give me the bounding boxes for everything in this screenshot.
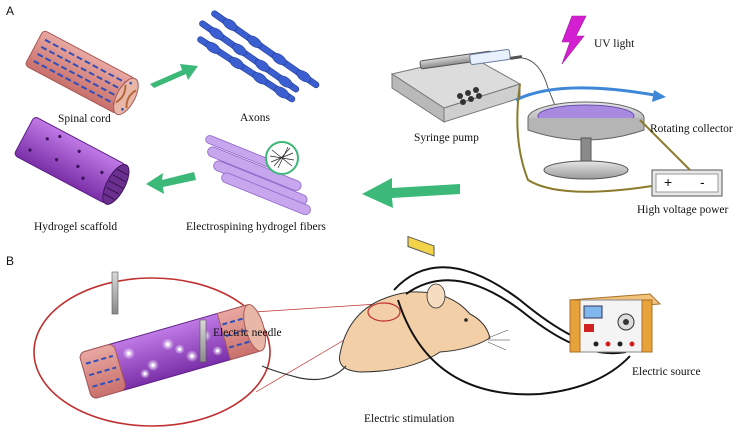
rotating-collector-label: Rotating collector: [650, 123, 733, 135]
electrospinning-fibers-label: Electrospining hydrogel fibers: [186, 221, 326, 233]
hydrogel-scaffold-illustration: [14, 117, 130, 205]
hydrogel-scaffold-label: Hydrogel scaffold: [34, 221, 118, 233]
green-arrow-icon: [362, 178, 460, 208]
panel-b-label: B: [6, 254, 15, 268]
electric-source-label: Electric source: [632, 366, 701, 378]
spinal-cord-label: Spinal cord: [58, 113, 111, 125]
green-arrow-icon: [146, 172, 196, 194]
electric-stimulation-label: Electric stimulation: [364, 413, 455, 425]
power-wires: [516, 83, 691, 193]
panel-a-label: A: [6, 4, 15, 18]
hydrogel-fibers-illustration: [205, 135, 311, 216]
uv-lightning-icon: [561, 15, 587, 65]
rotation-arrow-icon: [652, 90, 666, 102]
electric-needle-label: Electric needle: [213, 327, 282, 339]
high-voltage-power-label: High voltage power: [637, 204, 729, 216]
uv-light-label: UV light: [594, 38, 635, 50]
power-minus-sign: -: [700, 174, 705, 190]
green-arrow-icon: [150, 64, 198, 88]
syringe-pump-illustration: [390, 49, 523, 257]
spinal-cord-illustration: [25, 30, 139, 116]
high-voltage-power-illustration: [651, 169, 723, 197]
electrode-needle-icon: [111, 271, 207, 363]
power-plus-sign: +: [664, 174, 673, 190]
electric-source-illustration: [568, 293, 662, 353]
stimulated-scaffold-illustration: [79, 304, 266, 399]
mouse-illustration: [261, 283, 510, 381]
syringe-pump-label: Syringe pump: [414, 132, 479, 144]
fiber-mesh-inset: [265, 141, 299, 175]
rotating-collector-illustration: [515, 86, 666, 180]
feed-tube: [521, 57, 557, 109]
axons-illustration: [197, 10, 320, 103]
axons-label: Axons: [240, 112, 271, 124]
